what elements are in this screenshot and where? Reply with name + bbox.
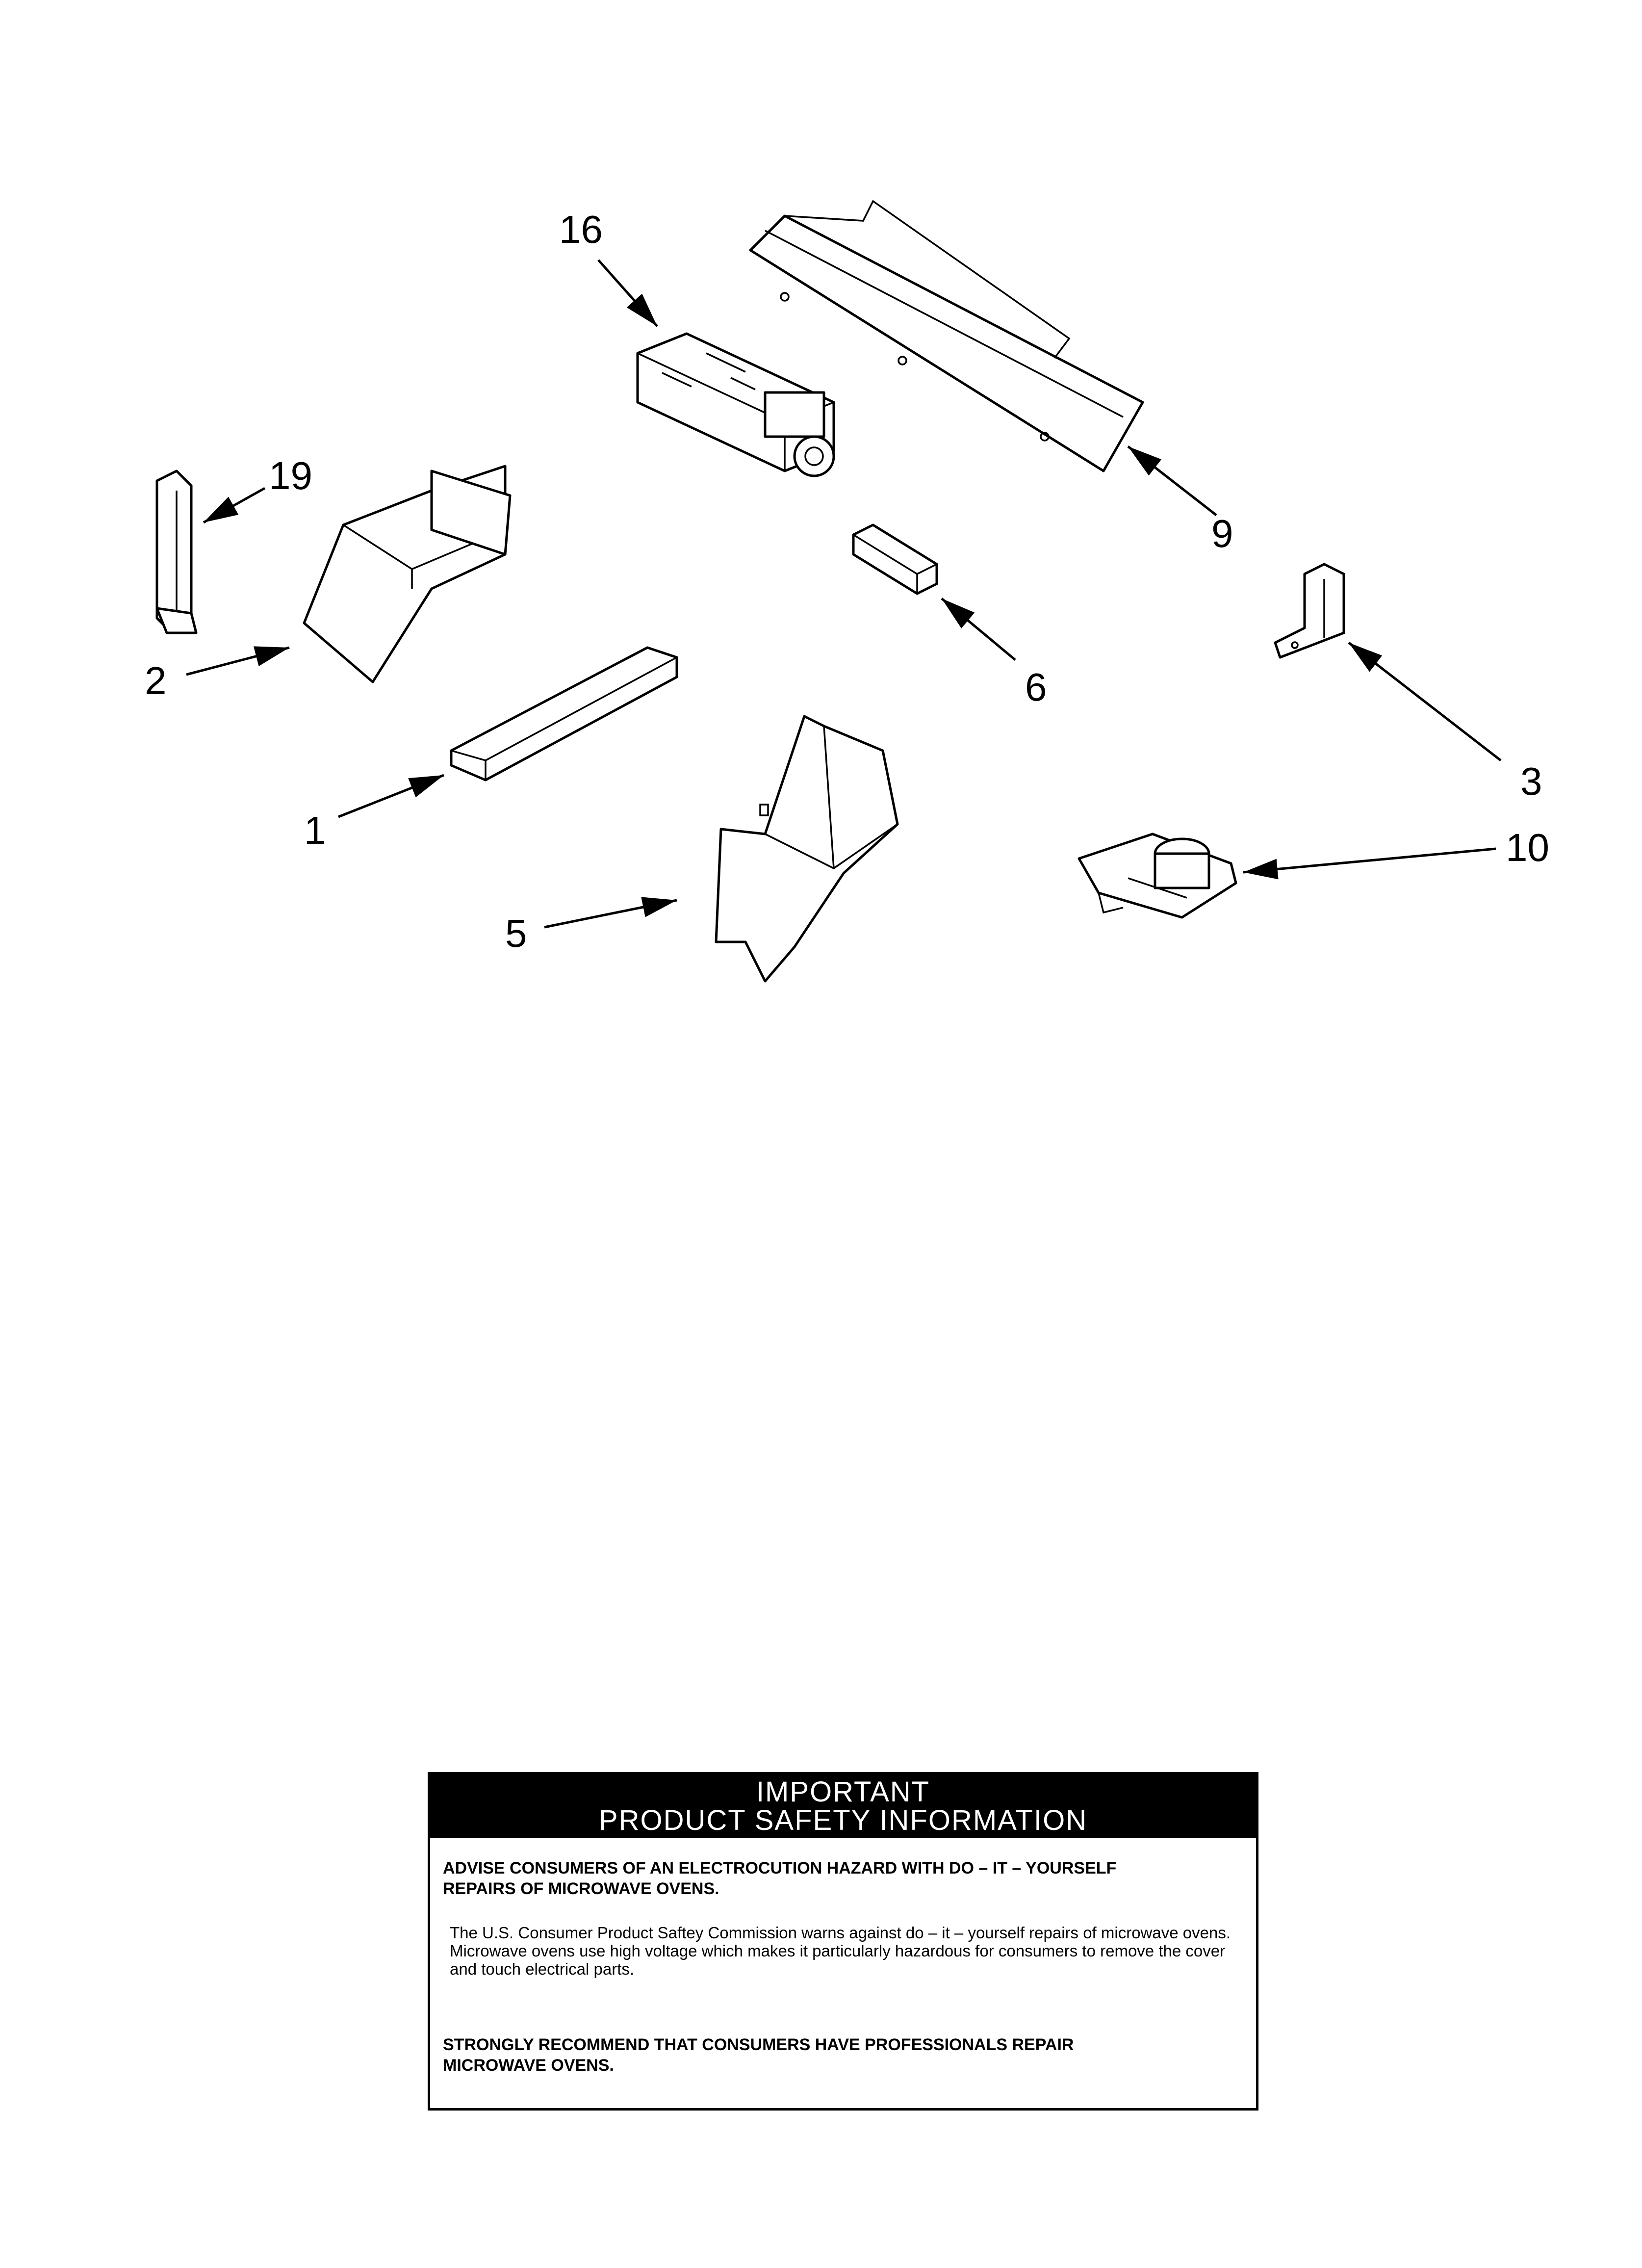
part-9-channel bbox=[749, 200, 1144, 472]
callout-9: 9 bbox=[1211, 512, 1233, 555]
commission-warning-text: The U.S. Consumer Product Saftey Commiss… bbox=[450, 1924, 1231, 1978]
callout-6: 6 bbox=[1025, 665, 1047, 709]
leader-3 bbox=[1348, 642, 1502, 761]
leader-2 bbox=[186, 646, 290, 676]
exploded-parts-diagram: 16 9 19 2 6 3 1 10 5 bbox=[0, 0, 1642, 1079]
safety-title-important: IMPORTANT bbox=[756, 1776, 930, 1808]
part-6-block bbox=[852, 523, 938, 595]
leader-9 bbox=[1127, 445, 1217, 516]
leader-6 bbox=[941, 598, 1016, 661]
callout-10: 10 bbox=[1506, 826, 1549, 869]
part-16-module bbox=[636, 332, 835, 477]
recommend-professionals: STRONGLY RECOMMEND THAT CONSUMERS HAVE P… bbox=[443, 2035, 1074, 2075]
product-safety-box: IMPORTANT PRODUCT SAFETY INFORMATION ADV… bbox=[428, 1772, 1258, 2111]
callout-1: 1 bbox=[304, 808, 326, 852]
part-10-switch bbox=[1078, 833, 1237, 919]
callout-2: 2 bbox=[145, 659, 167, 703]
safety-title-product: PRODUCT SAFETY INFORMATION bbox=[598, 1804, 1088, 1836]
leader-1 bbox=[338, 774, 444, 818]
part-1-rail bbox=[450, 646, 678, 782]
safety-header: IMPORTANT PRODUCT SAFETY INFORMATION bbox=[430, 1774, 1256, 1838]
part-3-l-bracket bbox=[1274, 563, 1345, 659]
callout-16: 16 bbox=[559, 208, 603, 251]
callout-3: 3 bbox=[1520, 759, 1542, 803]
leader-10 bbox=[1243, 847, 1496, 880]
part-5-cradle bbox=[715, 715, 899, 983]
leader-16 bbox=[597, 259, 658, 327]
advise-warning: ADVISE CONSUMERS OF AN ELECTROCUTION HAZ… bbox=[443, 1859, 1117, 1898]
part-19-bracket bbox=[155, 469, 198, 634]
part-2-duct bbox=[303, 465, 512, 683]
callout-5: 5 bbox=[505, 912, 527, 955]
callout-19: 19 bbox=[269, 454, 312, 497]
leader-19 bbox=[203, 487, 266, 524]
leader-5 bbox=[544, 897, 677, 929]
